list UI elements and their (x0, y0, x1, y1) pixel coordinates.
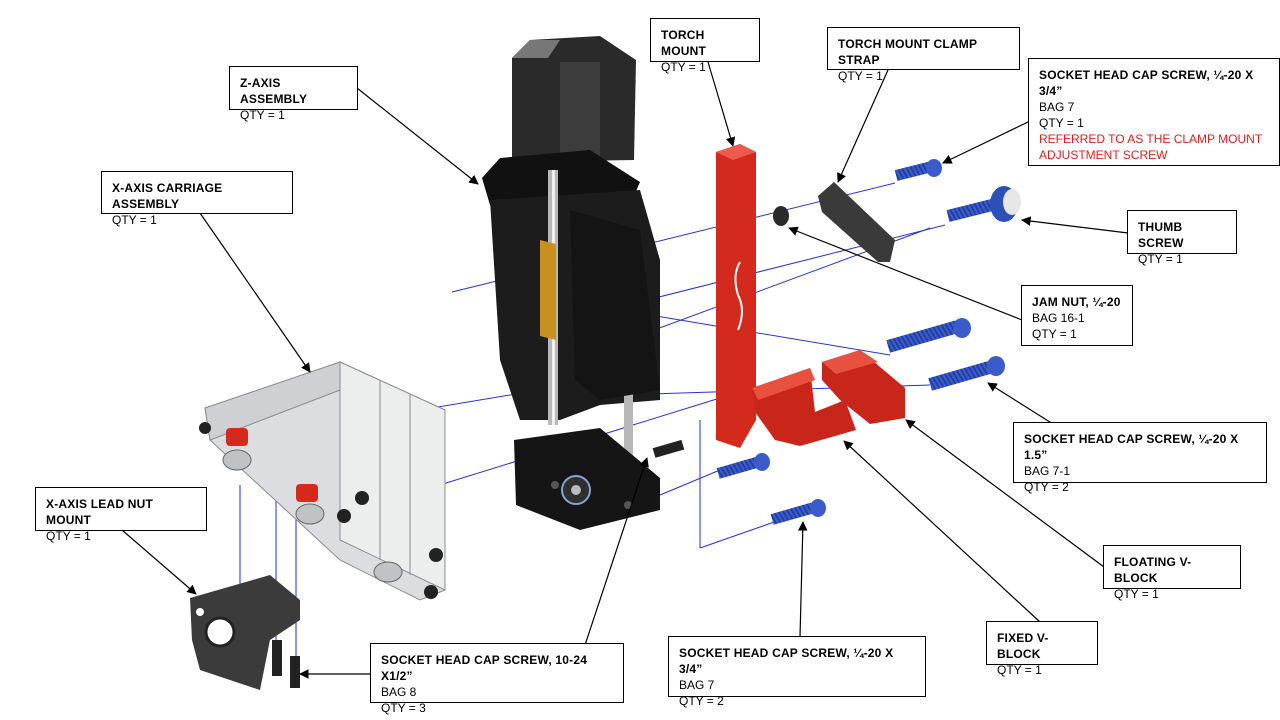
callout-qty: QTY = 1 (1138, 252, 1183, 266)
callout-qty: QTY = 1 (240, 108, 285, 122)
socket-screw-icon (272, 159, 1005, 688)
carriage-hardware (199, 422, 443, 599)
callout-title: SOCKET HEAD CAP SCREW, ¼-20 X 3/4” (1039, 68, 1254, 98)
callout-qty: QTY = 1 (838, 69, 883, 83)
callout-title: X-AXIS LEAD NUT MOUNT (46, 497, 154, 527)
callout-title: FIXED V-BLOCK (997, 631, 1049, 661)
callout-shcs-3-4: SOCKET HEAD CAP SCREW, ¼-20 X 3/4” BAG 7… (668, 636, 926, 708)
callout-thumb-screw: THUMB SCREW QTY = 1 (1127, 210, 1237, 266)
callout-bag: BAG 16-1 (1032, 311, 1085, 325)
callout-torch-mount-clamp-strap: TORCH MOUNT CLAMP STRAP QTY = 1 (827, 27, 1020, 83)
callout-clamp-mount-adjustment-screw: SOCKET HEAD CAP SCREW, ¼-20 X 3/4” BAG 7… (1028, 58, 1280, 166)
callout-qty: QTY = 1 (1032, 327, 1077, 341)
callout-qty: QTY = 1 (661, 60, 706, 74)
callout-title: TORCH MOUNT (661, 28, 706, 58)
callout-bag: BAG 7 (1039, 100, 1075, 114)
callout-fixed-v-block: FIXED V-BLOCK QTY = 1 (986, 621, 1098, 677)
callout-shcs-10-24: SOCKET HEAD CAP SCREW, 10-24 X1/2” BAG 8… (370, 643, 624, 715)
callout-bag: BAG 8 (381, 685, 417, 699)
clamp-strap-icon (818, 182, 895, 262)
carriage-plate-icon (204, 361, 446, 601)
callout-qty: QTY = 3 (381, 701, 426, 715)
callout-qty: QTY = 2 (679, 694, 724, 708)
callout-qty: QTY = 1 (1114, 587, 1159, 601)
callout-x-axis-lead-nut-mount: X-AXIS LEAD NUT MOUNT QTY = 1 (35, 487, 207, 543)
callout-z-axis-assembly: Z-AXIS ASSEMBLY QTY = 1 (229, 66, 358, 122)
torch-mount-icon (716, 144, 756, 448)
callout-title: TORCH MOUNT CLAMP STRAP (838, 37, 977, 67)
callout-title: JAM NUT, ¼-20 (1032, 295, 1121, 309)
callout-torch-mount: TORCH MOUNT QTY = 1 (650, 18, 760, 74)
jam-nut-icon (773, 206, 789, 226)
callout-title: SOCKET HEAD CAP SCREW, ¼-20 X 1.5” (1024, 432, 1239, 462)
callout-x-axis-carriage-assembly: X-AXIS CARRIAGE ASSEMBLY QTY = 1 (101, 171, 293, 227)
callout-qty: QTY = 1 (112, 213, 157, 227)
z-axis-stepper-icon (482, 36, 660, 530)
callout-jam-nut: JAM NUT, ¼-20 BAG 16-1 QTY = 1 (1021, 285, 1133, 346)
callout-title: Z-AXIS ASSEMBLY (240, 76, 308, 106)
callout-qty: QTY = 1 (1039, 116, 1084, 130)
callout-qty: QTY = 1 (46, 529, 91, 543)
callout-title: SOCKET HEAD CAP SCREW, 10-24 X1/2” (381, 653, 588, 683)
leader-arrows (121, 61, 1129, 679)
lead-nut-mount-icon (190, 575, 300, 690)
callout-title: X-AXIS CARRIAGE ASSEMBLY (112, 181, 223, 211)
callout-note: REFERRED TO AS THE CLAMP MOUNT ADJUSTMEN… (1039, 132, 1263, 162)
callout-title: THUMB SCREW (1138, 220, 1184, 250)
callout-bag: BAG 7-1 (1024, 464, 1071, 478)
callout-qty: QTY = 2 (1024, 480, 1069, 494)
callout-floating-v-block: FLOATING V-BLOCK QTY = 1 (1103, 545, 1241, 601)
callout-title: SOCKET HEAD CAP SCREW, ¼-20 X 3/4” (679, 646, 894, 676)
callout-title: FLOATING V-BLOCK (1114, 555, 1192, 585)
v-block-icon (752, 350, 905, 446)
thumb-screw-icon (946, 186, 1021, 222)
callout-bag: BAG 7 (679, 678, 715, 692)
callout-qty: QTY = 1 (997, 663, 1042, 677)
callout-shcs-1-5: SOCKET HEAD CAP SCREW, ¼-20 X 1.5” BAG 7… (1013, 422, 1267, 494)
